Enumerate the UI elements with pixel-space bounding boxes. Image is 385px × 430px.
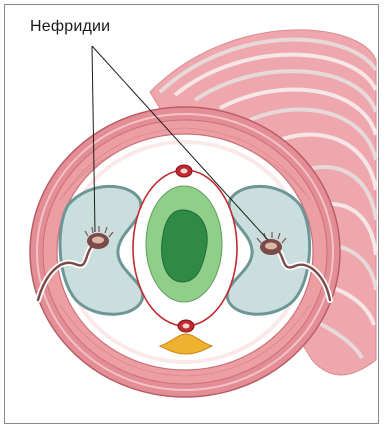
nephridia-label: Нефридии	[30, 18, 110, 36]
